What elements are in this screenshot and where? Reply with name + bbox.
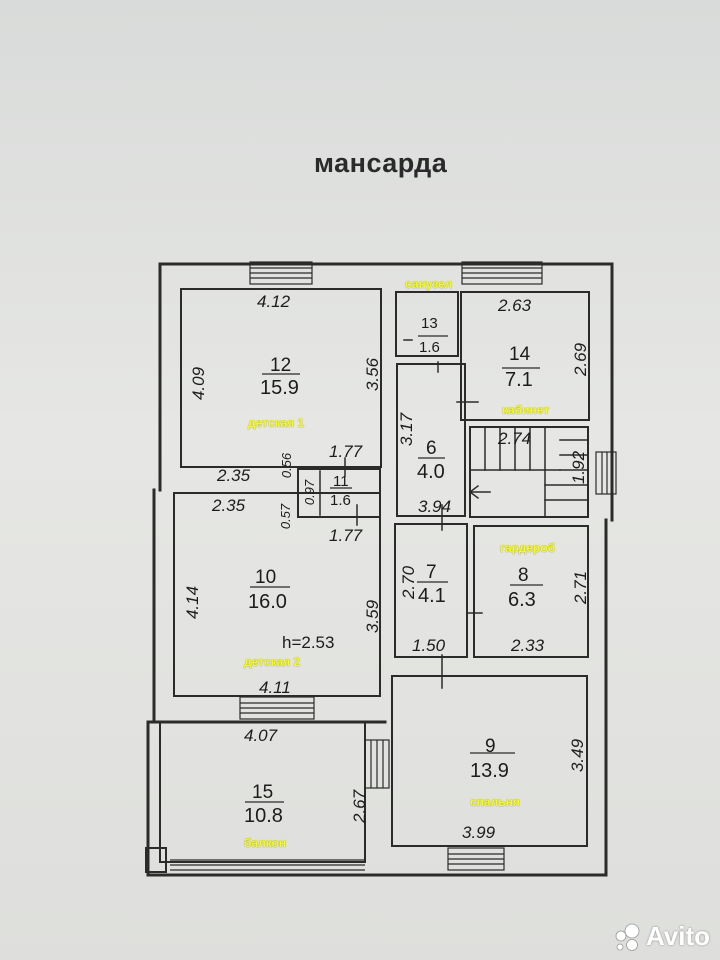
dim-stair-right: 1.92 bbox=[569, 450, 589, 485]
window-right bbox=[595, 451, 617, 495]
dim-12-right: 3.56 bbox=[363, 357, 383, 392]
room-9-label: спальня bbox=[470, 795, 520, 809]
room-8-outline bbox=[473, 525, 589, 658]
room-12-number: 12 bbox=[270, 355, 292, 376]
window-top-right bbox=[461, 261, 543, 285]
dim-15-top: 4.07 bbox=[244, 726, 278, 745]
room-10-area: 16.0 bbox=[248, 591, 287, 613]
dim-12-top: 4.12 bbox=[257, 292, 291, 311]
room-9-number: 9 bbox=[485, 736, 496, 757]
room-10-height: h=2.53 bbox=[282, 633, 335, 652]
room-9-outline bbox=[391, 675, 588, 847]
window-mid bbox=[239, 696, 315, 720]
room-14-number: 14 bbox=[509, 344, 531, 365]
avito-logo-icon bbox=[615, 923, 640, 951]
room-14-outline bbox=[460, 291, 590, 421]
dim-6-bottom: 3.94 bbox=[418, 497, 452, 516]
dim-11-right-small: 0.56 bbox=[279, 452, 295, 479]
dim-7-left: 2.70 bbox=[399, 565, 419, 600]
dim-9-bottom: 3.99 bbox=[462, 823, 496, 842]
dim-11-top: 1.77 bbox=[329, 442, 363, 461]
dim-10-bottom: 4.11 bbox=[259, 678, 291, 697]
room-8-label: гардероб bbox=[500, 541, 556, 555]
dim-8-bottom: 2.33 bbox=[511, 636, 545, 655]
dim-14-right: 2.69 bbox=[571, 342, 591, 377]
dim-9-right: 3.49 bbox=[568, 738, 588, 773]
room-13-label: санузел bbox=[405, 277, 453, 291]
room-6-outline bbox=[396, 363, 466, 517]
dim-14-top: 2.63 bbox=[498, 296, 532, 315]
dim-11-left: 0.97 bbox=[302, 479, 318, 506]
dim-11-left2: 0.57 bbox=[278, 503, 294, 530]
room-15-label: балкон bbox=[244, 836, 287, 850]
dim-10-right: 3.59 bbox=[363, 599, 383, 634]
window-bedroom-bottom bbox=[447, 847, 505, 871]
room-7-outline bbox=[394, 523, 468, 658]
room-15-outline bbox=[159, 721, 366, 863]
room-10-outline bbox=[173, 492, 381, 697]
room-11-area: 1.6 bbox=[330, 492, 351, 509]
dim-15-right: 2.67 bbox=[350, 789, 370, 824]
room-9-area: 13.9 bbox=[470, 760, 509, 782]
room-13-area: 1.6 bbox=[419, 339, 440, 356]
dim-8-right: 2.71 bbox=[571, 570, 591, 605]
stairs bbox=[468, 426, 589, 518]
room-11-number: 11 bbox=[333, 473, 349, 490]
dim-11-bottom: 1.77 bbox=[329, 526, 363, 545]
dim-6-left: 3.17 bbox=[397, 412, 417, 447]
room-7-area: 4.1 bbox=[418, 585, 446, 607]
room-14-label: кабинет bbox=[502, 403, 550, 417]
dim-12-left: 4.09 bbox=[189, 366, 209, 401]
dim-7-bottom: 1.50 bbox=[412, 636, 446, 655]
room-10-label: детская 2 bbox=[244, 655, 301, 669]
balcony-railing bbox=[170, 859, 365, 871]
room-6-number: 6 bbox=[426, 438, 437, 459]
room-12-outline bbox=[180, 288, 382, 468]
room-12-label: детская 1 bbox=[248, 416, 305, 430]
room-7-number: 7 bbox=[426, 562, 437, 583]
room-13-outline bbox=[395, 291, 459, 357]
dim-10-left: 4.14 bbox=[183, 585, 203, 620]
room-14-area: 7.1 bbox=[505, 369, 533, 391]
dim-stair-top: 2.74 bbox=[498, 429, 532, 448]
avito-logo: Avito bbox=[612, 921, 710, 952]
room-10-number: 10 bbox=[255, 567, 277, 588]
room-8-number: 8 bbox=[518, 565, 529, 586]
window-bedroom-left bbox=[364, 739, 390, 789]
room-15-area: 10.8 bbox=[244, 805, 283, 827]
room-12-area: 15.9 bbox=[260, 377, 299, 399]
room-15-number: 15 bbox=[252, 782, 274, 803]
room-6-area: 4.0 bbox=[417, 461, 445, 483]
floor-title: мансарда bbox=[314, 148, 448, 178]
dim-12-bottom-left: 2.35 bbox=[217, 466, 251, 485]
room-13-number: 13 bbox=[421, 315, 438, 332]
dim-10-top-left: 2.35 bbox=[212, 496, 246, 515]
avito-logo-text: Avito bbox=[645, 921, 710, 951]
room-8-area: 6.3 bbox=[508, 589, 536, 611]
window-top-left bbox=[249, 261, 313, 285]
